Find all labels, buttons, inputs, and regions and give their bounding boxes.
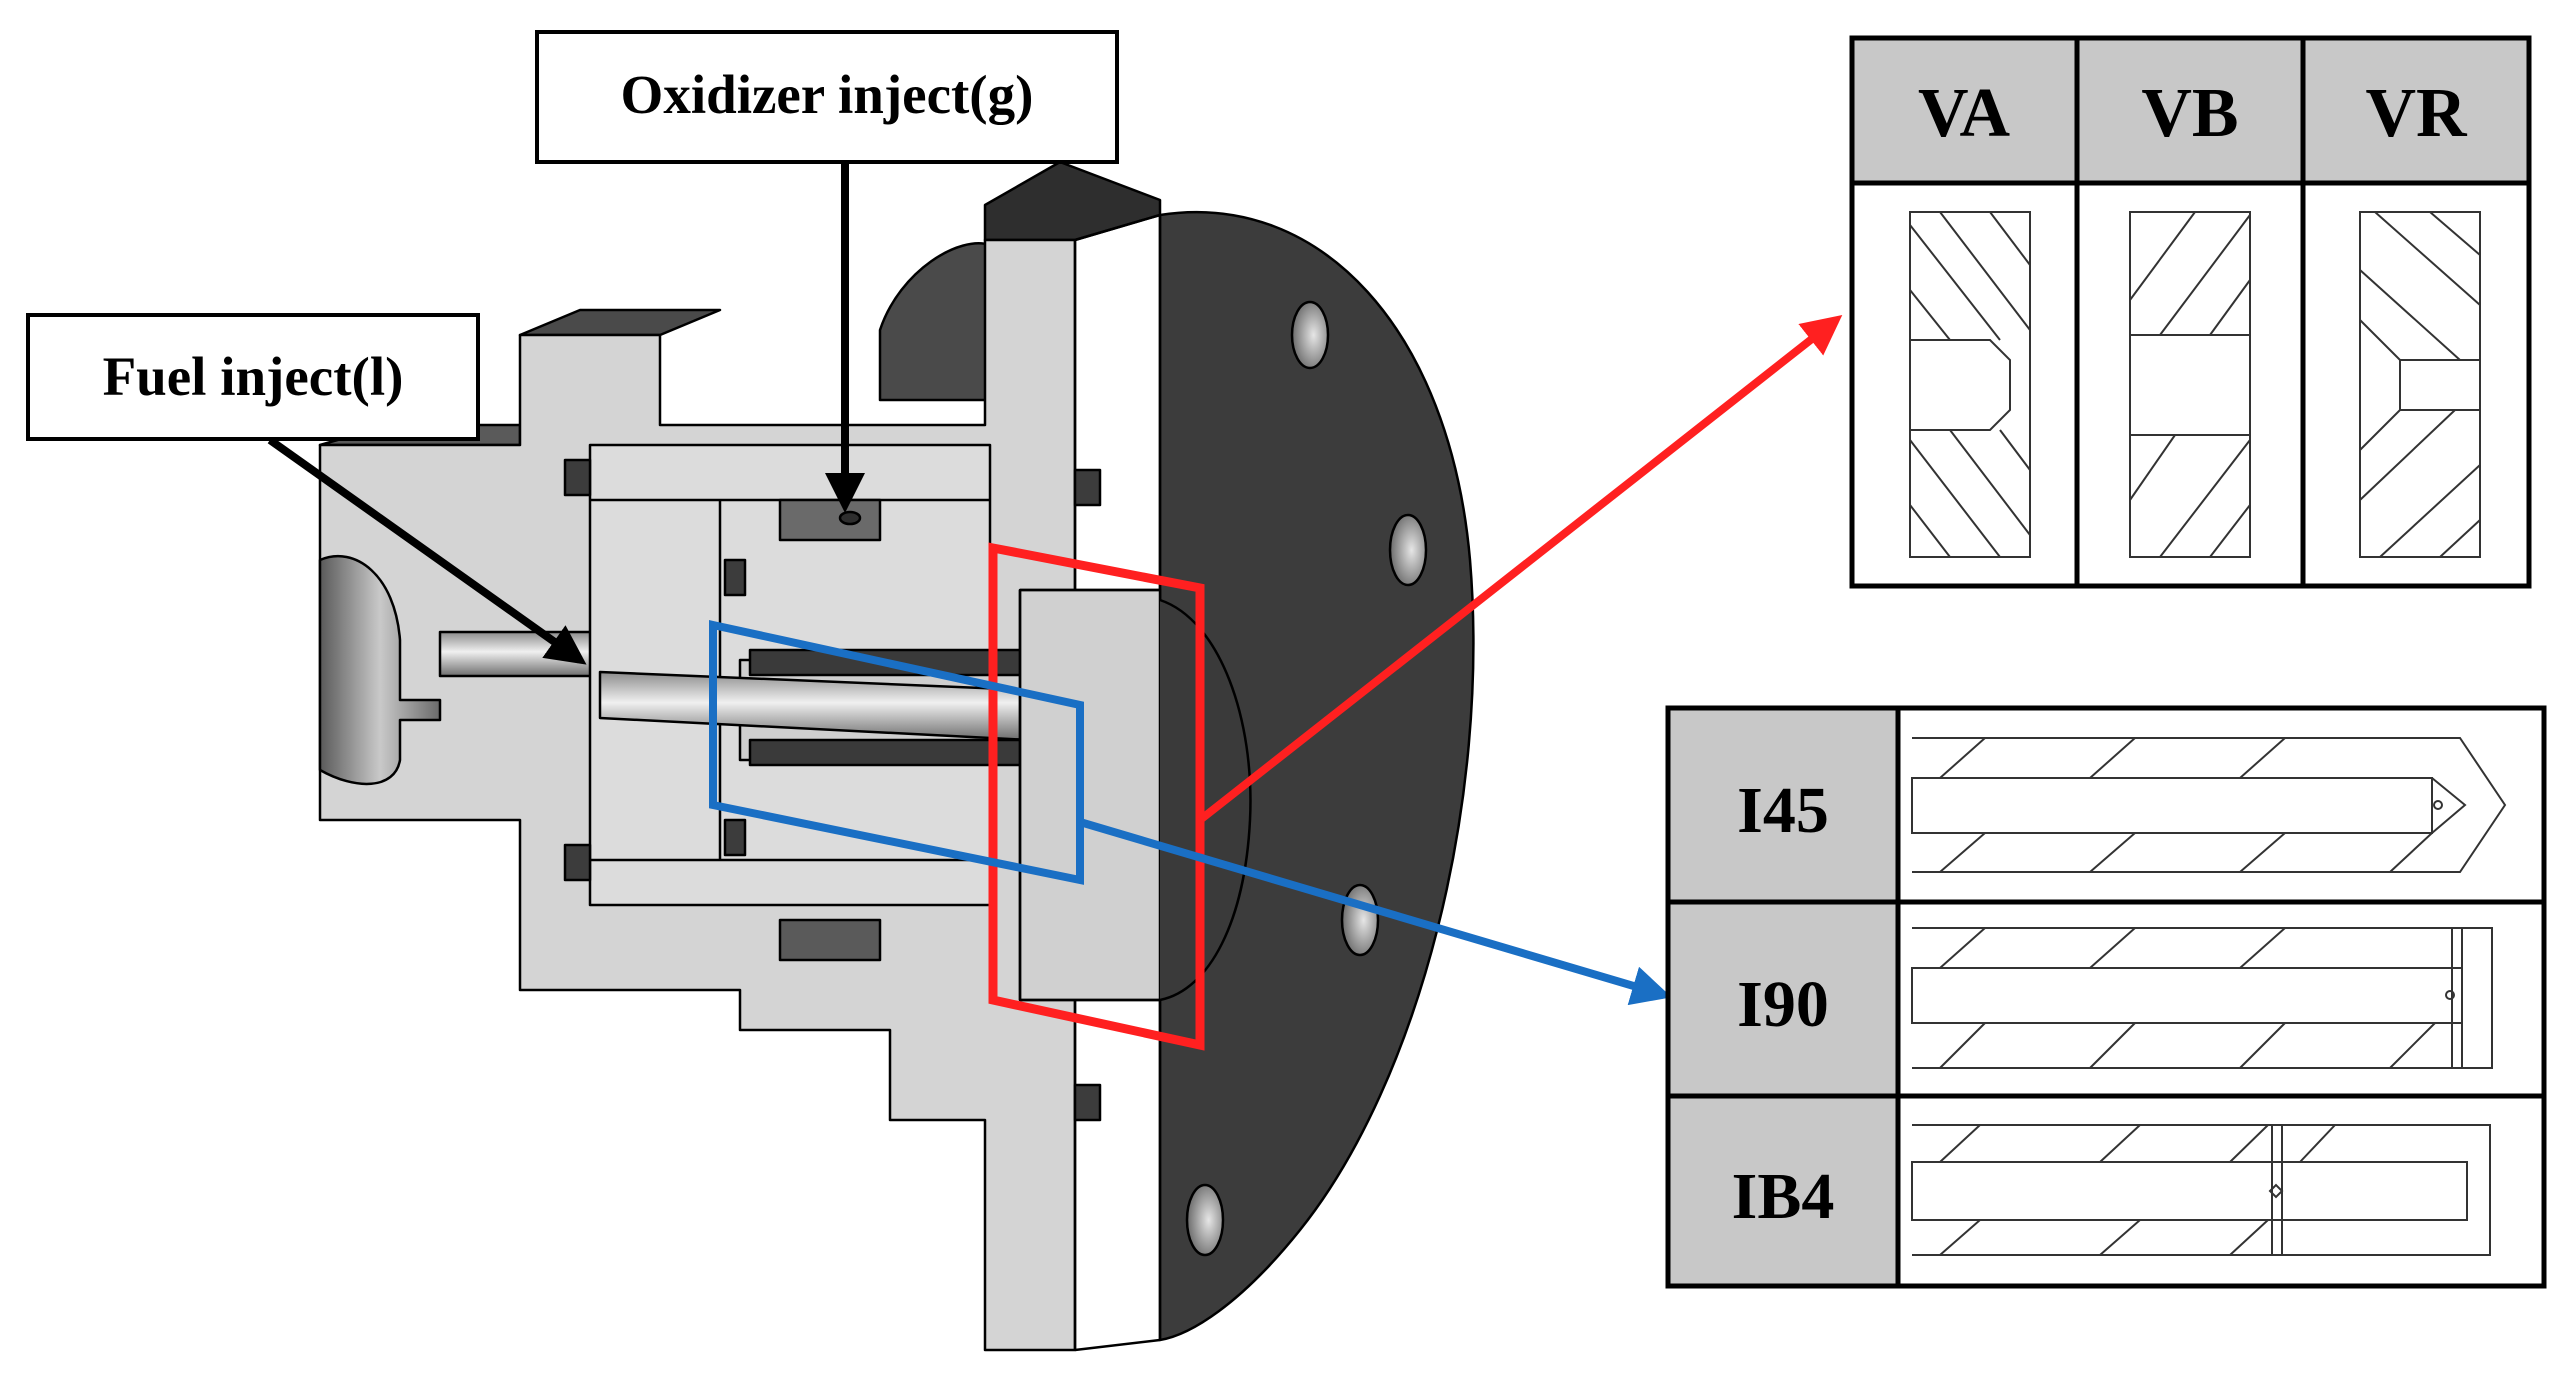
sketch-vb: [2129, 211, 2251, 558]
flange-top-face: [983, 160, 1162, 242]
hub-dark: [878, 242, 992, 402]
header-vr: VR: [2365, 75, 2468, 152]
notch: [563, 458, 592, 497]
orifice-variants-table: VA VB VR: [1849, 35, 2532, 589]
row-i90: I90: [1737, 968, 1829, 1041]
red-highlight-box: [988, 542, 1205, 1051]
oxidizer-manifold-top: [778, 498, 882, 542]
sketch-i90: [1911, 927, 2493, 1069]
oxidizer-callout: Oxidizer inject(g): [535, 30, 1119, 164]
sketch-ib4: [1911, 1124, 2491, 1256]
injector-tip-table: I45 I90 IB4: [1665, 705, 2547, 1289]
notch: [1073, 468, 1102, 507]
arrows: [267, 162, 1843, 1006]
sketch-i45: [1911, 737, 2507, 873]
blue-arrow: [1078, 818, 1672, 1006]
notch: [1073, 1083, 1102, 1122]
fuel-arrow: [267, 436, 587, 665]
row-ib4: IB4: [1732, 1160, 1835, 1233]
bolt-hole: [1185, 1183, 1225, 1257]
header-va: VA: [1918, 75, 2011, 152]
sketch-va: [1909, 211, 2031, 558]
detail-highlights: [709, 542, 1205, 1051]
fuel-label: Fuel inject(l): [103, 346, 404, 407]
red-arrow: [1197, 315, 1843, 824]
notch: [723, 818, 747, 857]
oxidizer-manifold-bottom: [778, 918, 882, 962]
bolt-hole: [1388, 513, 1428, 587]
face-recess: [1018, 588, 1162, 1002]
flange-disc: [1158, 210, 1475, 1342]
injector-model: [318, 160, 1475, 1352]
notch: [563, 843, 592, 882]
header-vb: VB: [2141, 75, 2238, 152]
fuel-callout: Fuel inject(l): [26, 313, 480, 441]
notch: [723, 558, 747, 597]
oxidizer-label: Oxidizer inject(g): [621, 64, 1034, 125]
bolt-hole: [1290, 300, 1330, 370]
blue-highlight-box: [709, 620, 1084, 885]
fuel-inlet-cavity: [318, 554, 442, 786]
sketch-vr: [2359, 211, 2481, 558]
boss-top-face: [518, 308, 722, 337]
bolt-hole: [1340, 883, 1380, 957]
row-i45: I45: [1737, 774, 1829, 847]
